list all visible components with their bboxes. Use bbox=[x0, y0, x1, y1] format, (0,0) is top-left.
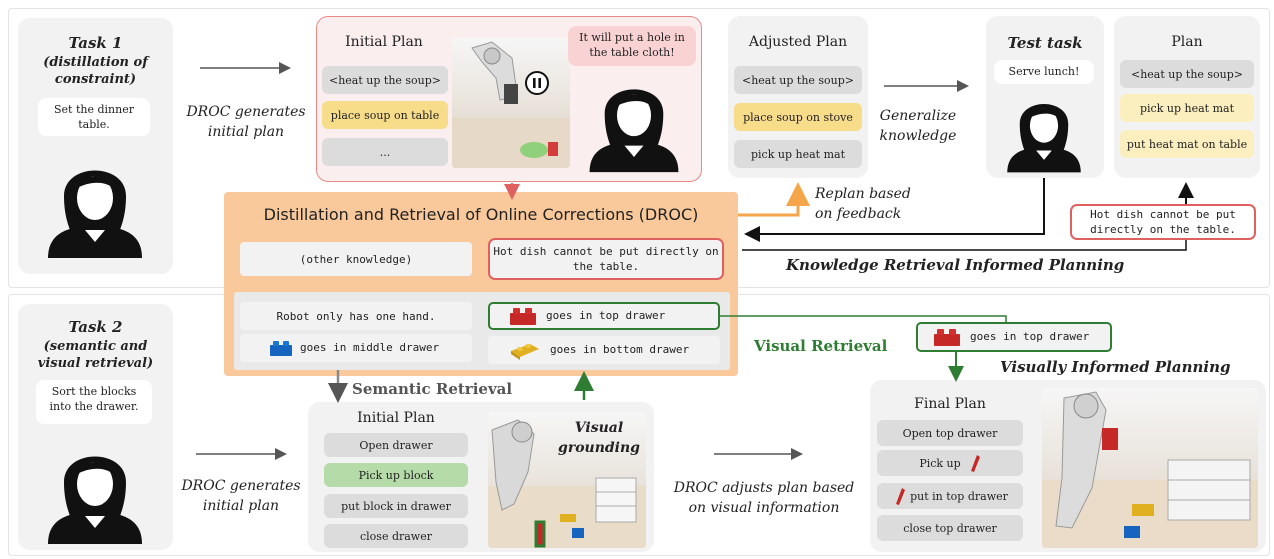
final-plan-title: Final Plan bbox=[914, 396, 986, 412]
plan-right-step-2: pick up heat mat bbox=[1120, 94, 1254, 122]
initial-plan-top-title: Initial Plan bbox=[345, 34, 423, 50]
initial-plan-bottom-step-3: put block in drawer bbox=[324, 494, 468, 518]
visual-retrieval-note-text: goes in top drawer bbox=[970, 330, 1090, 343]
blue-block-icon bbox=[270, 341, 292, 356]
initial-plan-bottom-step-1: Open drawer bbox=[324, 433, 468, 457]
adjusted-plan-step-1: <heat up the soup> bbox=[734, 66, 862, 94]
red-block-step3-icon bbox=[896, 488, 906, 505]
initial-plan-top-speech: It will put a hole in the table cloth! bbox=[568, 26, 696, 66]
visual-retrieval-label: Visual Retrieval bbox=[754, 337, 888, 355]
task1-person-icon bbox=[48, 170, 142, 258]
droc-hot-dish: Hot dish cannot be put directly on the t… bbox=[488, 238, 724, 280]
initial-plan-top-step-3: ... bbox=[322, 138, 448, 166]
task1-speech-bubble: Set the dinner table. bbox=[38, 98, 150, 136]
robot-soup-photo bbox=[452, 38, 570, 168]
plan-right-title: Plan bbox=[1171, 34, 1203, 50]
droc-bottom-drawer: goes in bottom drawer bbox=[550, 343, 690, 356]
red-block-icon bbox=[510, 308, 536, 325]
pause-icon bbox=[525, 71, 549, 95]
droc-other-knowledge: (other knowledge) bbox=[240, 242, 472, 276]
test-task-title: Test task bbox=[1007, 34, 1083, 52]
final-plan-step-3-text: put in top drawer bbox=[910, 489, 1008, 503]
adjusted-plan-step-2: place soup on stove bbox=[734, 103, 862, 131]
final-plan-step-2: Pick up bbox=[877, 450, 1023, 476]
knowledge-retrieval-planning-label: Knowledge Retrieval Informed Planning bbox=[786, 256, 1125, 274]
test-task-speech: Serve lunch! bbox=[994, 60, 1094, 84]
task1-subtitle: (distillation of constraint) bbox=[43, 55, 148, 87]
initial-plan-bottom-title: Initial Plan bbox=[357, 410, 435, 426]
hot-dish-note-right: Hot dish cannot be put directly on the t… bbox=[1070, 204, 1256, 240]
generalize-knowledge-label: Generalize knowledge bbox=[879, 108, 957, 144]
visual-grounding-label: Visual grounding bbox=[558, 420, 640, 456]
droc-title: Distillation and Retrieval of Online Cor… bbox=[263, 205, 699, 224]
final-plan-step-1: Open top drawer bbox=[877, 420, 1023, 446]
task2-subtitle: (semantic and visual retrieval) bbox=[37, 339, 154, 371]
robot-drawer-photo bbox=[1042, 388, 1258, 548]
final-plan-step-4: close top drawer bbox=[877, 515, 1023, 541]
initial-plan-top-step-1: <heat up the soup> bbox=[322, 66, 448, 94]
final-plan-step-2-text: Pick up bbox=[919, 456, 961, 470]
final-plan-step-3: put in top drawer bbox=[877, 483, 1023, 509]
droc-adjusts-label: DROC adjusts plan based on visual inform… bbox=[673, 480, 855, 516]
plan-right-step-1: <heat up the soup> bbox=[1120, 60, 1254, 88]
task2-speech-bubble: Sort the blocks into the drawer. bbox=[36, 380, 152, 424]
visually-informed-planning-label: Visually Informed Planning bbox=[1000, 358, 1231, 376]
initial-plan-top-step-2: place soup on table bbox=[322, 101, 448, 129]
task1-title: Task 1 bbox=[68, 34, 123, 52]
plan-right-step-3: put heat mat on table bbox=[1120, 130, 1254, 158]
replan-label: Replan based on feedback bbox=[815, 186, 911, 222]
test-task-person-icon bbox=[1007, 104, 1081, 173]
robot-blocks-photo bbox=[488, 412, 646, 548]
red-block-step-icon bbox=[970, 455, 980, 472]
task2-person-icon bbox=[48, 456, 142, 544]
adjusted-plan-step-3: pick up heat mat bbox=[734, 140, 862, 168]
droc-robot-one-hand: Robot only has one hand. bbox=[240, 302, 472, 330]
task2-title: Task 2 bbox=[68, 318, 123, 336]
initial-plan-top-person-icon bbox=[589, 89, 679, 173]
yellow-block-icon bbox=[511, 344, 539, 360]
droc-top-drawer: goes in top drawer bbox=[546, 309, 666, 322]
droc-generates-label-bottom: DROC generates initial plan bbox=[181, 478, 301, 514]
adjusted-plan-title: Adjusted Plan bbox=[748, 34, 848, 50]
droc-middle-drawer: goes in middle drawer bbox=[300, 341, 440, 354]
droc-generates-label-top: DROC generates initial plan bbox=[186, 104, 306, 140]
initial-plan-bottom-step-4: close drawer bbox=[324, 524, 468, 548]
initial-plan-bottom-step-2: Pick up block bbox=[324, 463, 468, 487]
red-block-note-icon bbox=[934, 329, 960, 346]
semantic-retrieval-label: Semantic Retrieval bbox=[352, 380, 513, 398]
